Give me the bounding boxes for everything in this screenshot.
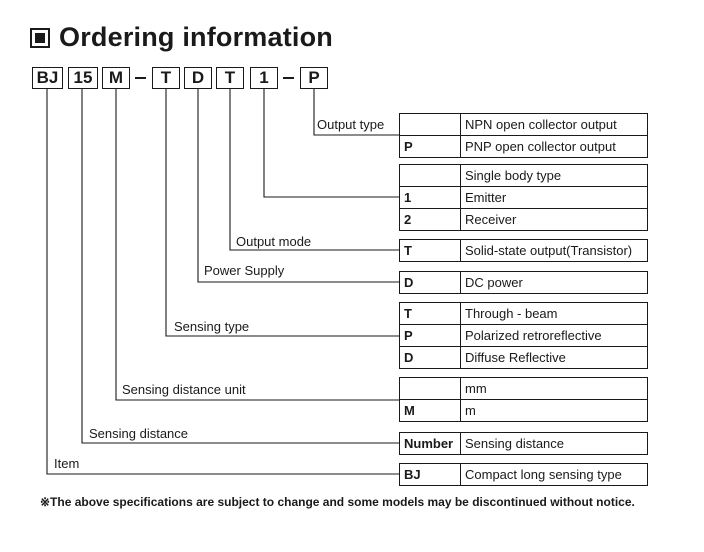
option-code: [399, 377, 461, 400]
label-output-mode: Output mode: [236, 234, 312, 249]
footnote: ※The above specifications are subject to…: [40, 495, 635, 509]
table-row: 2 Receiver: [399, 208, 648, 231]
table-row: P Polarized retroreflective: [399, 324, 648, 347]
table-body-type: Single body type 1 Emitter 2 Receiver: [399, 164, 648, 231]
table-row: Single body type: [399, 164, 648, 187]
option-desc: Solid-state output(Transistor): [460, 239, 648, 262]
option-desc: DC power: [460, 271, 648, 294]
option-code: BJ: [399, 463, 461, 486]
table-row: T Solid-state output(Transistor): [399, 239, 648, 262]
code-segment-output-mode: T: [216, 67, 244, 89]
option-code: 1: [399, 186, 461, 209]
option-desc: Compact long sensing type: [460, 463, 648, 486]
table-output-type: NPN open collector output P PNP open col…: [399, 113, 648, 158]
table-row: D Diffuse Reflective: [399, 346, 648, 369]
table-row: mm: [399, 377, 648, 400]
option-code: P: [399, 135, 461, 158]
option-desc: Emitter: [460, 186, 648, 209]
table-sensing-distance: Number Sensing distance: [399, 432, 648, 455]
connector-item: [46, 89, 399, 475]
code-segment-distance: 15: [68, 67, 98, 89]
filled-square-icon: [30, 27, 50, 48]
code-dash: [283, 77, 294, 79]
label-power-supply: Power Supply: [204, 263, 285, 278]
option-desc: Polarized retroreflective: [460, 324, 648, 347]
page-title: Ordering information: [59, 22, 333, 52]
option-desc: m: [460, 399, 648, 422]
connector-output-mode: [229, 89, 399, 251]
connector-power-supply: [197, 89, 399, 283]
table-row: M m: [399, 399, 648, 422]
option-desc: Sensing distance: [460, 432, 648, 455]
label-distance-unit: Sensing distance unit: [122, 382, 246, 397]
connector-output-type: [313, 89, 399, 136]
table-power-supply: D DC power: [399, 271, 648, 294]
option-desc: Through - beam: [460, 302, 648, 325]
table-row: BJ Compact long sensing type: [399, 463, 648, 486]
option-desc: Receiver: [460, 208, 648, 231]
code-segment-output-type: P: [300, 67, 328, 89]
label-output-type: Output type: [317, 117, 385, 132]
connector-body-type: [263, 89, 399, 198]
connector-distance-unit: [115, 89, 399, 401]
code-segment-item: BJ: [32, 67, 63, 89]
option-code: T: [399, 239, 461, 262]
code-segment-sensing-type: T: [152, 67, 180, 89]
table-row: D DC power: [399, 271, 648, 294]
option-desc: PNP open collector output: [460, 135, 648, 158]
connector-sensing-distance: [81, 89, 399, 444]
label-sensing-distance: Sensing distance: [89, 426, 189, 441]
option-code: [399, 113, 461, 136]
table-row: NPN open collector output: [399, 113, 648, 136]
option-code: P: [399, 324, 461, 347]
option-code: D: [399, 346, 461, 369]
table-item: BJ Compact long sensing type: [399, 463, 648, 486]
table-distance-unit: mm M m: [399, 377, 648, 422]
code-segment-unit: M: [102, 67, 130, 89]
table-sensing-type: T Through - beam P Polarized retroreflec…: [399, 302, 648, 369]
code-segment-power: D: [184, 67, 212, 89]
option-desc: NPN open collector output: [460, 113, 648, 136]
option-code: [399, 164, 461, 187]
code-dash: [135, 77, 146, 79]
option-code: M: [399, 399, 461, 422]
section-title: Ordering information: [30, 22, 333, 53]
option-code: Number: [399, 432, 461, 455]
label-sensing-type: Sensing type: [174, 319, 250, 334]
table-row: Number Sensing distance: [399, 432, 648, 455]
option-desc: Single body type: [460, 164, 648, 187]
option-code: T: [399, 302, 461, 325]
code-segment-body-type: 1: [250, 67, 278, 89]
option-code: D: [399, 271, 461, 294]
option-code: 2: [399, 208, 461, 231]
label-item: Item: [54, 456, 80, 471]
table-row: T Through - beam: [399, 302, 648, 325]
option-desc: mm: [460, 377, 648, 400]
table-row: 1 Emitter: [399, 186, 648, 209]
table-output-mode: T Solid-state output(Transistor): [399, 239, 648, 262]
option-desc: Diffuse Reflective: [460, 346, 648, 369]
table-row: P PNP open collector output: [399, 135, 648, 158]
connector-sensing-type: [165, 89, 399, 337]
